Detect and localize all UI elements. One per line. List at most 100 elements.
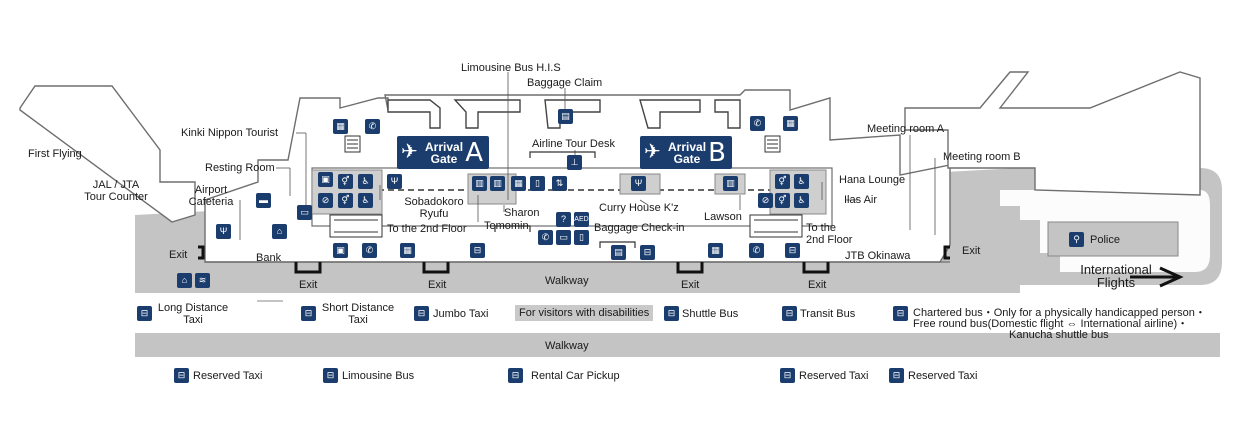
- label-airport-cafeteria: Airport Cafeteria: [183, 184, 239, 208]
- label-tour-counter: Tour Counter: [84, 191, 148, 203]
- gate-a-line2: Gate: [430, 152, 458, 166]
- airline-desk-icon: ⊥: [567, 155, 582, 170]
- label-jal-jta: JAL / JTA Tour Counter: [76, 179, 156, 203]
- restroom-icon: ⚥: [338, 193, 353, 208]
- help-icon: ?: [556, 212, 571, 227]
- arrival-gate-b: ✈ Arrival Gate B: [640, 136, 732, 169]
- bed-icon: ▬: [256, 193, 271, 208]
- label-chartered-2: Free round bus(Domestic flight ⇔ Interna…: [913, 318, 1189, 330]
- walkway-label-lower: Walkway: [545, 340, 589, 352]
- restaurant-icon: Ψ: [387, 174, 402, 189]
- bus-stop-jumbo-taxi: Jumbo Taxi: [433, 308, 489, 320]
- wheelchair-icon: ♿: [358, 174, 373, 189]
- label-airline-tour-desk: Airline Tour Desk: [532, 138, 615, 150]
- gate-b-text: Arrival Gate: [668, 141, 706, 165]
- bus-stop-reserved-taxi-2: Reserved Taxi: [799, 370, 869, 382]
- bus-stop-chartered: Chartered bus・Only for a physically hand…: [913, 308, 1206, 341]
- bus-stop-long-distance-taxi: Long Distance Taxi: [155, 302, 231, 326]
- label-kinki-nippon-tourist: Kinki Nippon Tourist: [181, 127, 279, 139]
- airplane-icon: ✈: [401, 141, 418, 163]
- bus-stop-icon: ⊟: [301, 306, 316, 321]
- elevator-icon: ▣: [318, 172, 333, 187]
- shop-icon: ▥: [723, 176, 738, 191]
- label-sobadokoro: Sobadokoro: [404, 196, 464, 208]
- label-to-2nd-floor-left: To the 2nd Floor: [387, 223, 467, 235]
- bank-icon: ⌂: [272, 224, 287, 239]
- exit-label-2: Exit: [428, 279, 447, 291]
- gate-b-line1: Arrival: [668, 140, 707, 154]
- bus-stop-icon: ⊟: [780, 368, 795, 383]
- info-icon: ▦: [708, 243, 723, 258]
- label-baggage-claim: Baggage Claim: [527, 77, 603, 89]
- restroom-icon: ⚥: [775, 174, 790, 189]
- bus-stop-icon: ⊟: [508, 368, 523, 383]
- label-jal-jta-line1: JAL / JTA: [92, 179, 140, 191]
- bus-stop-icon: ⊟: [889, 368, 904, 383]
- label-long-distance: Long Distance: [157, 302, 229, 314]
- bus-stop-icon: ⊟: [664, 306, 679, 321]
- bus-icon: ⊟: [470, 243, 485, 258]
- label-ryufu: Ryufu: [419, 208, 449, 220]
- shop-icon: ▥: [490, 176, 505, 191]
- exit-mark-1: [294, 262, 322, 274]
- wheelchair-icon: ♿: [358, 193, 373, 208]
- bus-stop-transit-bus: Transit Bus: [800, 308, 856, 320]
- label-bank: Bank: [256, 252, 282, 264]
- phone-icon: ✆: [750, 116, 765, 131]
- bus-stop-icon: ⊟: [893, 306, 908, 321]
- label-temomin: Temomin: [484, 220, 529, 232]
- exit-mark-2: [422, 262, 450, 274]
- label-to-the: To the: [806, 222, 836, 234]
- phone-icon: ✆: [362, 243, 377, 258]
- bench-3: [529, 151, 596, 158]
- label-chartered-3: Kanucha shuttle bus: [1009, 329, 1109, 341]
- locker-icon: ▯: [574, 230, 589, 245]
- bus-icon: ⊟: [640, 245, 655, 260]
- bus-stop-icon: ⊟: [174, 368, 189, 383]
- crosswalk-stripes-grey: [257, 300, 283, 302]
- exit-label-4: Exit: [808, 279, 827, 291]
- label-flights: Flights: [1096, 275, 1136, 290]
- monitor-icon: ▭: [556, 230, 571, 245]
- bus-stop-icon: ⊟: [137, 306, 152, 321]
- police-icon: ⚲: [1069, 232, 1084, 247]
- label-baggage-checkin: Baggage Check-in: [594, 222, 685, 234]
- label-police: Police: [1090, 234, 1120, 246]
- escalator-right: [749, 214, 803, 238]
- label-international: International: [1080, 262, 1152, 277]
- label-cafeteria: Cafeteria: [188, 196, 234, 208]
- smoking-icon: ≋: [195, 273, 210, 288]
- restaurant-icon: Ψ: [216, 224, 231, 239]
- right-wing: [904, 71, 1201, 196]
- info-icon: ▦: [333, 119, 348, 134]
- aed-icon: AED: [574, 212, 589, 227]
- gate-a-letter: A: [465, 138, 483, 168]
- wheelchair-icon: ♿: [794, 174, 809, 189]
- label-lawson: Lawson: [704, 211, 742, 223]
- bus-icon: ⊟: [785, 243, 800, 258]
- escalator-left: [329, 214, 383, 238]
- label-limousine-bus-his: Limousine Bus H.I.S: [461, 62, 561, 74]
- gate-b-letter: B: [708, 138, 726, 168]
- label-short-distance: Short Distance: [321, 302, 395, 314]
- label-airport: Airport: [194, 184, 228, 196]
- label-hana-lounge: Hana Lounge: [839, 174, 906, 186]
- airplane-icon: ✈: [644, 141, 661, 163]
- gate-b-line2: Gate: [673, 152, 701, 166]
- info-icon: ▦: [511, 176, 526, 191]
- walkway-label-upper: Walkway: [545, 275, 589, 287]
- info-icon: ⌂: [177, 273, 192, 288]
- restroom-icon: ⚥: [338, 174, 353, 189]
- exit-mark-3: [676, 262, 704, 274]
- lower-walkway: [135, 333, 1220, 357]
- bus-stop-rental-car: Rental Car Pickup: [531, 370, 620, 382]
- phone-icon: ✆: [749, 243, 764, 258]
- exit-label-1: Exit: [299, 279, 318, 291]
- baggage-checkin-icon: ▤: [611, 245, 626, 260]
- exit-mark-right: [943, 245, 950, 260]
- bus-stop-shuttle-bus: Shuttle Bus: [682, 308, 739, 320]
- bus-stop-limousine-bus: Limousine Bus: [342, 370, 415, 382]
- atm-icon: ▭: [297, 205, 312, 220]
- bus-stop-icon: ⊟: [323, 368, 338, 383]
